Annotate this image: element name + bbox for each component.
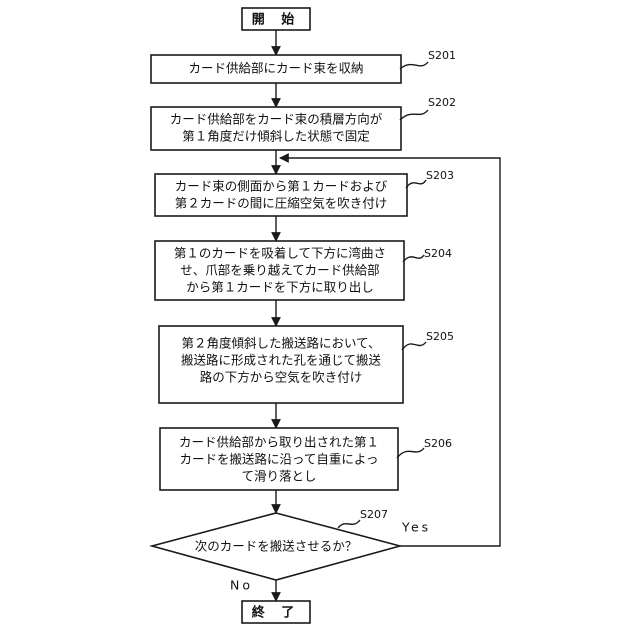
end-terminal: 終 了 — [242, 601, 310, 623]
step-s204-line-3: から第１カードを下方に取り出し — [186, 280, 374, 295]
step-s204: 第１のカードを吸着して下方に湾曲さ せ、爪部を乗り越えてカード供給部 から第１カ… — [155, 241, 452, 300]
step-s203-leader — [406, 180, 426, 188]
decision-s207-leader — [338, 520, 360, 528]
step-s205-line-2: 搬送路に形成された孔を通じて搬送 — [181, 353, 382, 368]
step-s203-id: S203 — [426, 169, 454, 182]
decision-s207: 次のカードを搬送させるか？ S207 Yes No — [152, 508, 431, 593]
step-s202: カード供給部をカード束の積層方向が 第１角度だけ傾斜した状態で固定 S202 — [151, 96, 456, 150]
step-s203-line-2: 第２カードの間に圧縮空気を吹き付け — [175, 196, 388, 211]
step-s206: カード供給部から取り出された第１ カードを搬送路に沿って自重によっ て滑り落とし… — [160, 428, 452, 490]
step-s205-id: S205 — [426, 330, 454, 343]
step-s204-leader — [403, 255, 424, 262]
step-s206-line-2: カードを搬送路に沿って自重によっ — [179, 452, 378, 467]
start-label: 開 始 — [252, 12, 301, 28]
step-s205-line-1: 第２角度傾斜した搬送路において、 — [181, 336, 380, 351]
step-s202-id: S202 — [428, 96, 456, 109]
start-terminal: 開 始 — [242, 8, 310, 30]
step-s206-line-1: カード供給部から取り出された第１ — [179, 435, 379, 450]
decision-s207-question: 次のカードを搬送させるか？ — [195, 539, 358, 554]
step-s201-line-1: カード供給部にカード束を収納 — [188, 61, 363, 76]
decision-s207-id: S207 — [360, 508, 388, 521]
step-s202-line-1: カード供給部をカード束の積層方向が — [170, 112, 383, 127]
step-s202-leader — [400, 110, 428, 120]
step-s204-line-2: せ、爪部を乗り越えてカード供給部 — [180, 263, 379, 278]
step-s204-id: S204 — [424, 247, 452, 260]
step-s203: カード束の側面から第１カードおよび 第２カードの間に圧縮空気を吹き付け S203 — [155, 169, 454, 216]
step-s201: カード供給部にカード束を収納 S201 — [151, 49, 456, 83]
step-s205-leader — [402, 342, 426, 350]
step-s206-leader — [397, 448, 424, 458]
step-s202-line-2: 第１角度だけ傾斜した状態で固定 — [182, 129, 370, 144]
step-s206-id: S206 — [424, 437, 452, 450]
step-s203-line-1: カード束の側面から第１カードおよび — [175, 179, 388, 194]
decision-yes-label: Yes — [401, 520, 431, 535]
step-s206-line-3: て滑り落とし — [241, 469, 316, 484]
step-s205: 第２角度傾斜した搬送路において、 搬送路に形成された孔を通じて搬送 路の下方から… — [159, 326, 454, 403]
step-s204-line-1: 第１のカードを吸着して下方に湾曲さ — [174, 246, 386, 261]
step-s201-id: S201 — [428, 49, 456, 62]
step-s205-line-3: 路の下方から空気を吹き付け — [200, 370, 363, 385]
decision-no-label: No — [230, 578, 253, 593]
step-s201-leader — [400, 62, 428, 69]
end-label: 終 了 — [252, 605, 301, 621]
